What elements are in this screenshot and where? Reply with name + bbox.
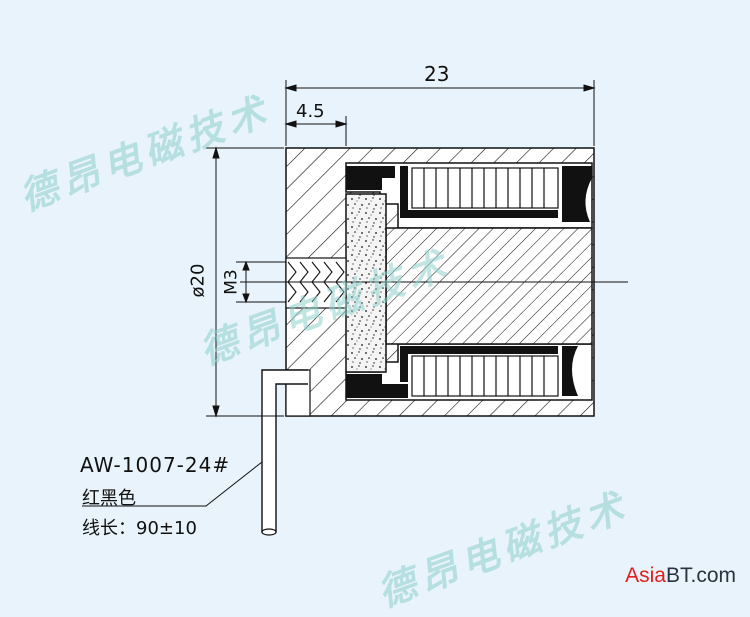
wire-color: 红黑色 (82, 488, 136, 509)
dim-diameter (206, 146, 284, 418)
label-face-depth: 4.5 (296, 101, 325, 122)
brand-part2: BT.com (665, 564, 736, 587)
top-right-insulation (562, 166, 592, 222)
dim-face-depth (284, 116, 348, 146)
bottom-bobbin-tail (400, 346, 558, 382)
permanent-magnet (345, 193, 387, 373)
top-bobbin-tail (400, 166, 558, 218)
wire-model: AW-1007-24# (80, 453, 231, 477)
brand-part1: Asia (625, 564, 666, 587)
top-coil-windings (411, 167, 559, 209)
lead-wire-end (261, 528, 277, 536)
solenoid-drawing (82, 80, 628, 536)
bottom-coil-windings (411, 355, 559, 397)
label-overall-length: 23 (424, 62, 450, 86)
bottom-bobbin (346, 374, 408, 398)
dim-overall-length (284, 80, 596, 146)
brand-logo: AsiaBT.com (625, 564, 736, 588)
label-thread: M3 (221, 269, 242, 295)
top-bobbin (346, 166, 395, 190)
dim-thread (236, 260, 286, 304)
wire-length: 线长：90±10 (82, 518, 197, 539)
bottom-right-insulation (562, 346, 578, 396)
label-diameter: ø20 (187, 263, 209, 298)
leader-line (82, 461, 263, 507)
